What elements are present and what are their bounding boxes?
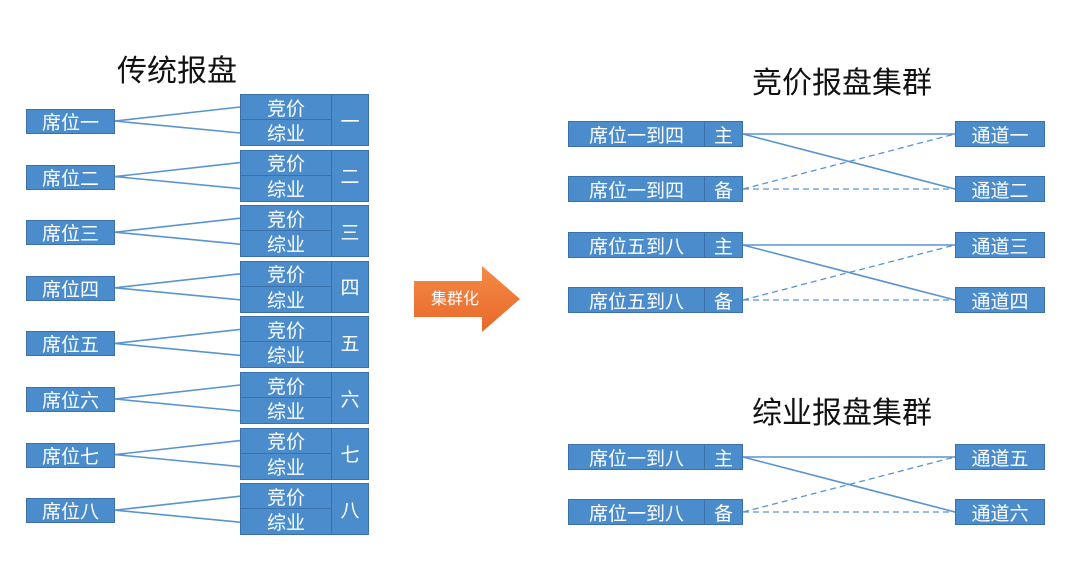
channel-box: 通道四 [955, 287, 1045, 313]
cluster-seat-box: 席位一到四主 [568, 121, 743, 147]
channel-box: 通道五 [955, 444, 1045, 470]
cluster-seat-box: 席位五到八主 [568, 232, 743, 258]
comprehensive-cell: 综业 [266, 512, 305, 535]
seat-box: 席位三 [26, 220, 115, 246]
primary-to-channel-b-line [742, 133, 956, 190]
group-number: 二 [331, 150, 368, 201]
bidding-cluster-title: 竞价报盘集群 [752, 66, 932, 101]
cluster-seat-box: 席位一到八主 [568, 444, 743, 470]
trad-group: 竞价综业 八 [240, 483, 369, 536]
channel-box: 通道一 [955, 121, 1045, 147]
seat-to-bidding-line [114, 217, 241, 233]
arrow-right-icon [414, 266, 520, 332]
cluster-seat-box: 席位一到四备 [568, 176, 743, 202]
group-number: 七 [331, 428, 368, 479]
comprehensive-cluster-title: 综业报盘集群 [752, 396, 932, 431]
group-number: 四 [331, 261, 368, 312]
comprehensive-cell: 综业 [266, 401, 305, 423]
backup-to-channel-a-line [742, 456, 956, 513]
cluster-seat-box: 席位五到八备 [568, 287, 743, 313]
seat-box: 席位六 [26, 387, 115, 412]
seat-box: 席位七 [26, 442, 115, 468]
primary-to-channel-b-line [742, 456, 956, 513]
seat-role: 备 [704, 500, 742, 525]
seat-to-bidding-line [114, 106, 241, 122]
channel-box: 通道六 [955, 499, 1045, 525]
seat-box: 席位五 [26, 331, 115, 357]
channel-box: 通道二 [955, 176, 1045, 202]
seat-label: 席位一到八 [588, 447, 684, 470]
seat-to-bidding-line [114, 439, 241, 456]
trad-group: 竞价综业 五 [240, 316, 369, 369]
seat-label: 席位一到四 [588, 179, 684, 202]
group-number: 三 [331, 206, 368, 257]
bidding-cell: 竞价 [241, 429, 331, 454]
group-number: 六 [331, 373, 368, 423]
seat-role: 备 [704, 288, 742, 313]
arrow-label: 集群化 [430, 289, 479, 308]
seat-to-comprehensive-line [114, 120, 241, 134]
trad-group: 竞价综业 六 [240, 372, 369, 424]
trad-group: 竞价综业 四 [240, 260, 369, 313]
comprehensive-cell: 综业 [266, 178, 305, 201]
seat-role: 主 [704, 233, 742, 258]
comprehensive-cell: 综业 [266, 289, 305, 312]
comprehensive-cell: 综业 [266, 456, 305, 479]
bidding-cell: 竞价 [241, 151, 331, 176]
seat-to-bidding-line [114, 273, 241, 289]
seat-to-bidding-line [114, 384, 241, 400]
backup-to-channel-a-line [742, 244, 956, 301]
group-number: 一 [331, 95, 368, 145]
seat-to-bidding-line [114, 495, 241, 511]
seat-box: 席位八 [26, 498, 115, 524]
trad-group: 竞价综业 七 [240, 427, 369, 480]
bidding-cell: 竞价 [241, 317, 331, 343]
seat-box: 席位四 [26, 275, 115, 301]
group-number: 五 [331, 317, 368, 368]
backup-to-channel-a-line [742, 133, 956, 190]
seat-to-comprehensive-line [114, 287, 241, 301]
bidding-cell: 竞价 [241, 206, 331, 232]
seat-to-comprehensive-line [114, 231, 241, 245]
comprehensive-cell: 综业 [266, 123, 305, 145]
group-number: 八 [331, 484, 368, 535]
seat-to-comprehensive-line [114, 342, 241, 357]
seat-to-bidding-line [114, 161, 241, 178]
comprehensive-cell: 综业 [266, 345, 305, 368]
seat-label: 席位一到八 [588, 502, 684, 525]
seat-to-bidding-line [114, 328, 241, 345]
bidding-cell: 竞价 [241, 484, 331, 510]
seat-label: 席位五到八 [588, 290, 684, 313]
seat-role: 主 [704, 445, 742, 470]
seat-to-comprehensive-line [114, 509, 241, 523]
seat-to-comprehensive-line [114, 398, 241, 412]
trad-group: 竞价综业 三 [240, 205, 369, 258]
seat-role: 主 [704, 122, 742, 147]
bidding-cell: 竞价 [241, 373, 331, 398]
seat-label: 席位一到四 [588, 124, 684, 147]
seat-to-comprehensive-line [114, 175, 241, 190]
channel-box: 通道三 [955, 232, 1045, 258]
seat-to-comprehensive-line [114, 453, 241, 468]
traditional-title: 传统报盘 [117, 54, 237, 89]
seat-box: 席位一 [26, 109, 115, 134]
trad-group: 竞价综业 二 [240, 149, 369, 202]
primary-to-channel-b-line [742, 244, 956, 301]
bidding-cell: 竞价 [241, 262, 331, 287]
trad-group: 竞价综业 一 [240, 94, 369, 146]
seat-label: 席位五到八 [588, 235, 684, 258]
cluster-seat-box: 席位一到八备 [568, 499, 743, 525]
seat-role: 备 [704, 177, 742, 202]
seat-box: 席位二 [26, 164, 115, 190]
comprehensive-cell: 综业 [266, 234, 305, 257]
bidding-cell: 竞价 [241, 95, 331, 120]
